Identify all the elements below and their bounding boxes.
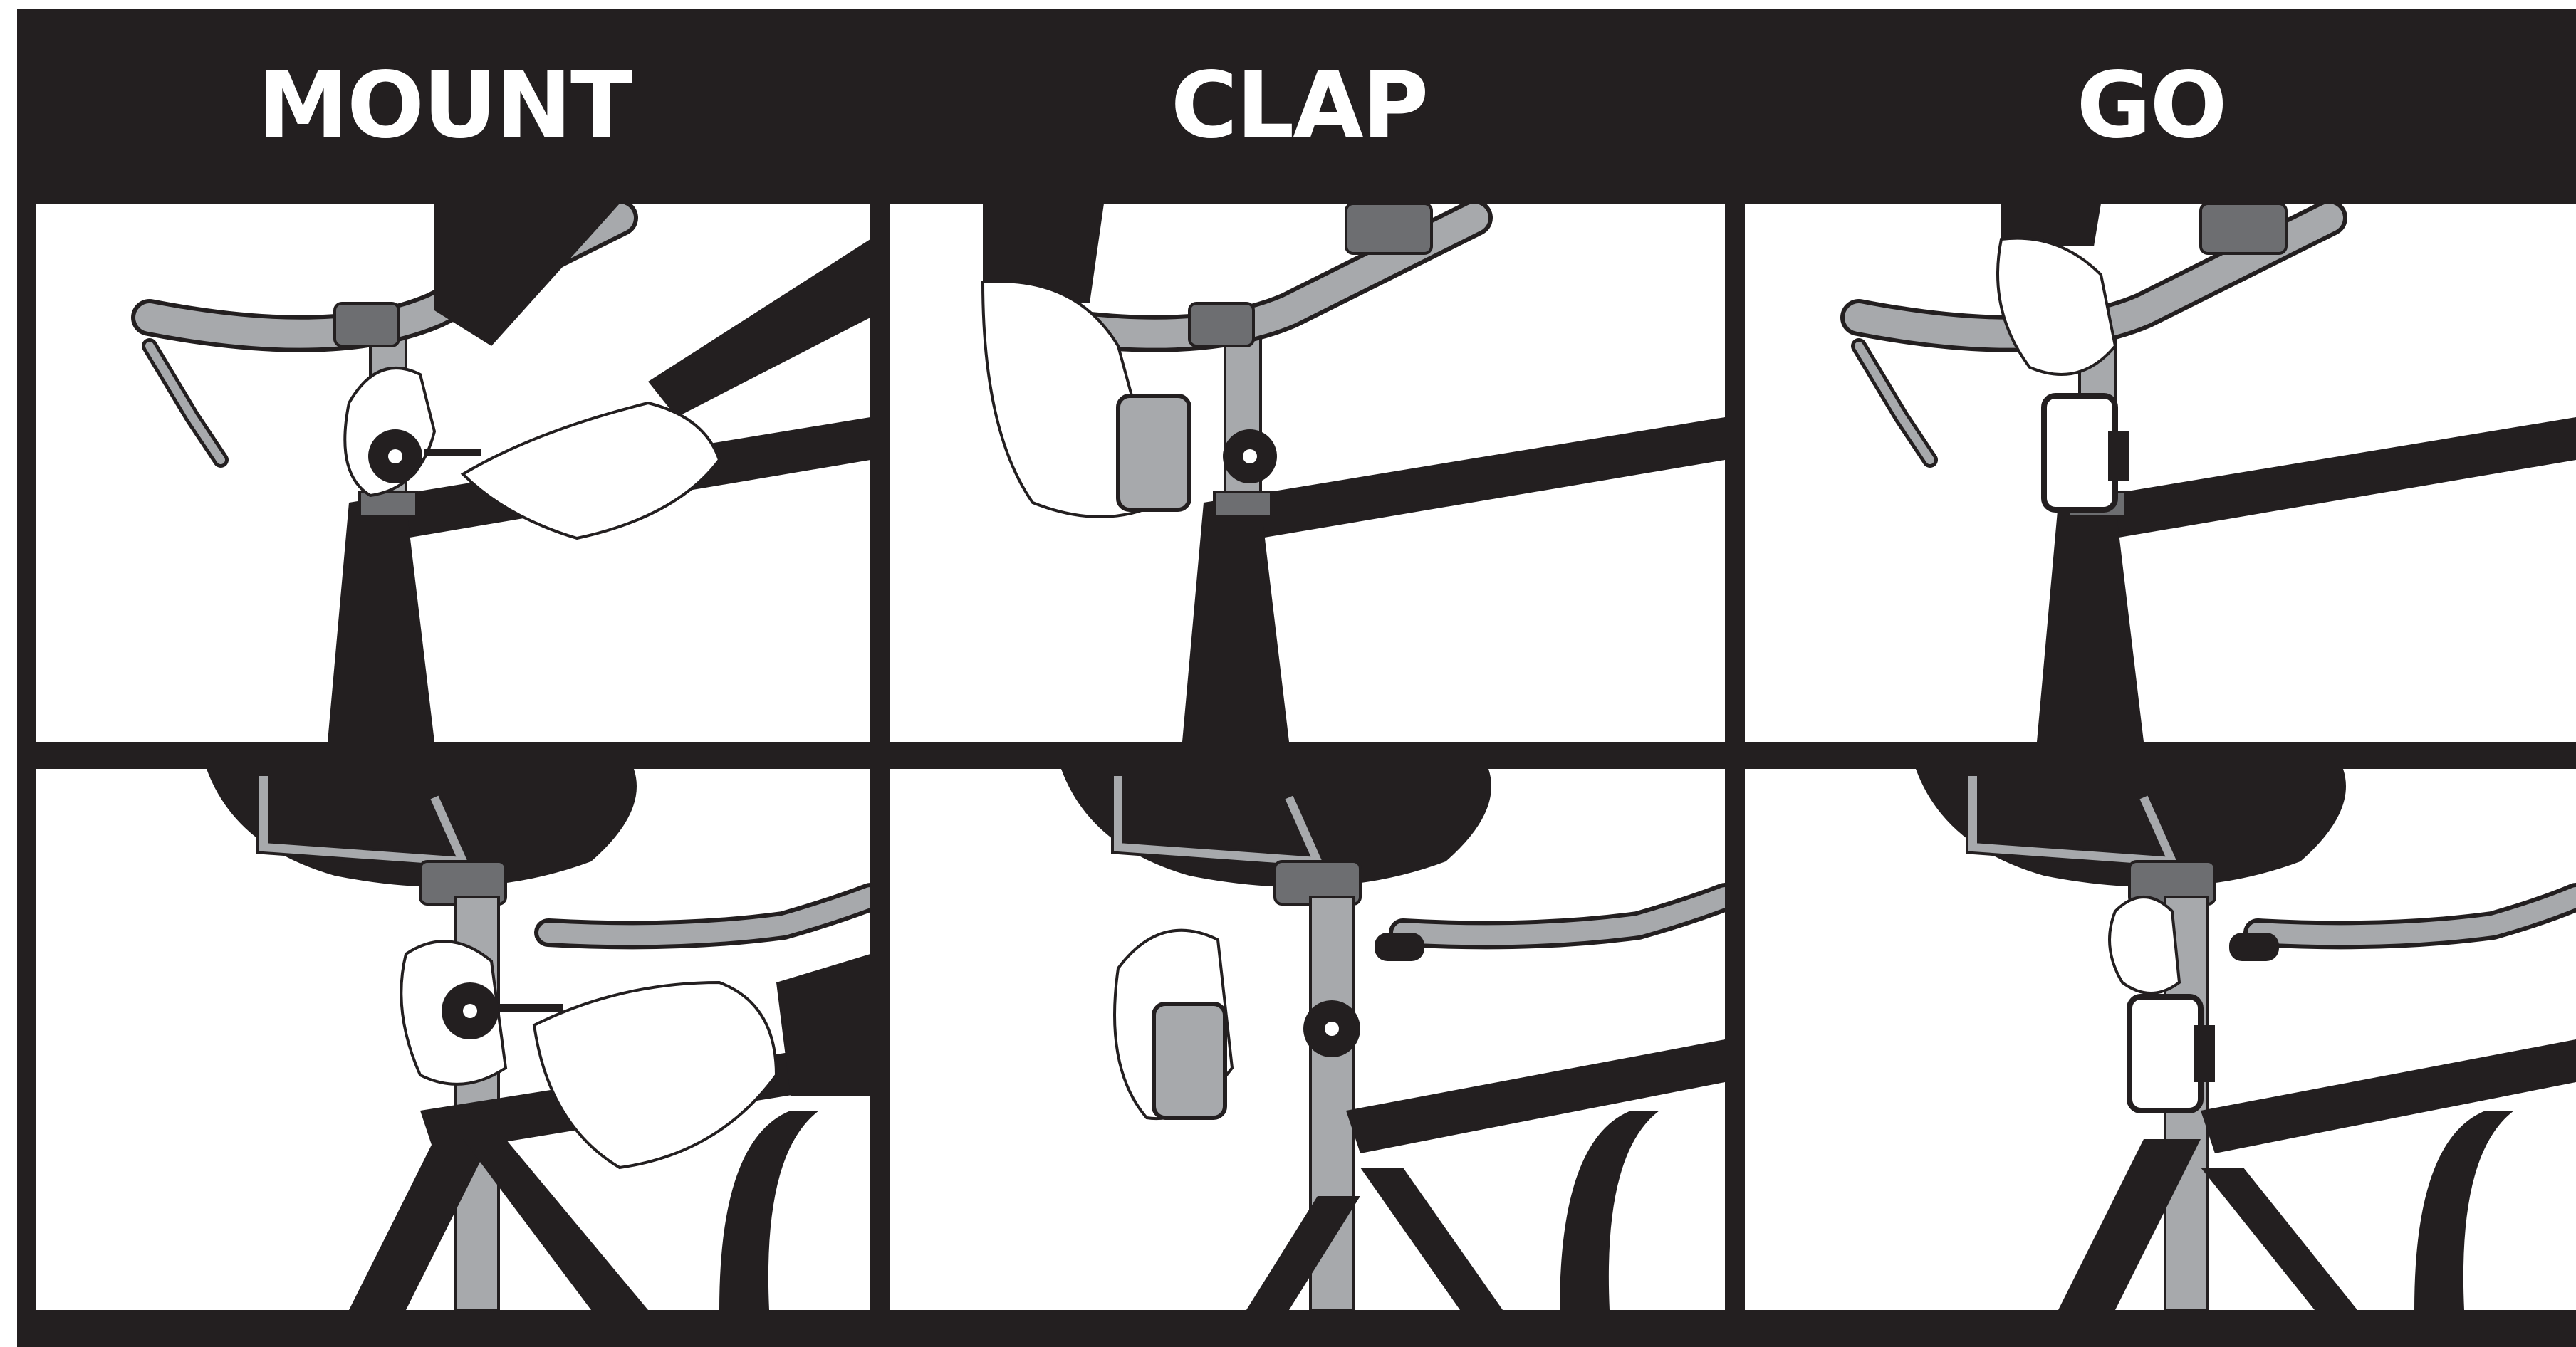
panel-handlebar-mount <box>36 204 870 742</box>
step-title-mount: MOUNT <box>17 9 872 202</box>
panel-seatpost-clap <box>890 769 1725 1310</box>
panel-seatpost-mount <box>36 769 870 1310</box>
handlebar-clap-illustration <box>890 204 1725 742</box>
seatpost-clap-illustration <box>890 769 1725 1310</box>
instruction-frame: MOUNT CLAP GO <box>17 9 2576 1347</box>
step-header-bar: MOUNT CLAP GO <box>17 9 2576 202</box>
panel-handlebar-clap <box>890 204 1725 742</box>
panel-seatpost-go <box>1745 769 2576 1310</box>
handlebar-go-illustration <box>1745 204 2576 742</box>
panel-handlebar-go <box>1745 204 2576 742</box>
seatpost-mount-illustration <box>36 769 870 1310</box>
step-title-go: GO <box>1726 9 2576 202</box>
handlebar-mount-illustration <box>36 204 870 742</box>
step-title-clap: CLAP <box>872 9 1726 202</box>
seatpost-go-illustration <box>1745 769 2576 1310</box>
